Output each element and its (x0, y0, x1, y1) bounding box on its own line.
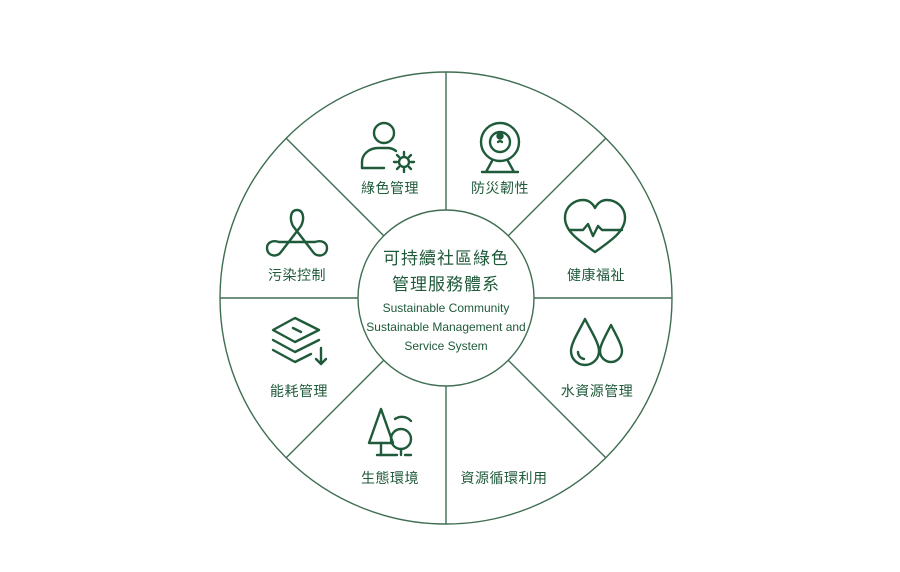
segment-label-pollution-control: 污染控制 (268, 268, 326, 284)
center-title-line2: 管理服務體系 (392, 275, 500, 295)
segment-divider (285, 137, 385, 237)
energy-layers-icon (271, 316, 328, 366)
segment-label-ecology: 生態環境 (361, 471, 419, 487)
segment-label-health-wellbeing: 健康福祉 (567, 268, 625, 284)
segment-label-green-management: 綠色管理 (361, 181, 419, 197)
segment-label-water-management: 水資源管理 (560, 384, 634, 400)
center-en-line3: Service System (404, 339, 488, 353)
segment-label-resource-recycling: 資源循環利用 (460, 471, 548, 487)
trees-icon (367, 407, 413, 457)
segment-divider (285, 359, 385, 459)
segment-divider (507, 359, 607, 459)
water-drops-icon (569, 317, 624, 367)
segment-divider (507, 137, 607, 237)
segment-label-disaster-resilience: 防災韌性 (471, 181, 529, 197)
center-title-line1: 可持續社區綠色 (383, 249, 509, 269)
center-en-line2: Sustainable Management and (366, 320, 526, 334)
inner-ring (357, 209, 535, 387)
heart-pulse-icon (563, 198, 627, 254)
segment-label-energy-management: 能耗管理 (270, 384, 328, 400)
person-gear-icon (360, 121, 416, 174)
pollution-icon (265, 208, 329, 257)
webcam-icon (479, 121, 521, 174)
segment-dividers (220, 72, 672, 524)
center-en-line1: Sustainable Community (382, 301, 510, 315)
